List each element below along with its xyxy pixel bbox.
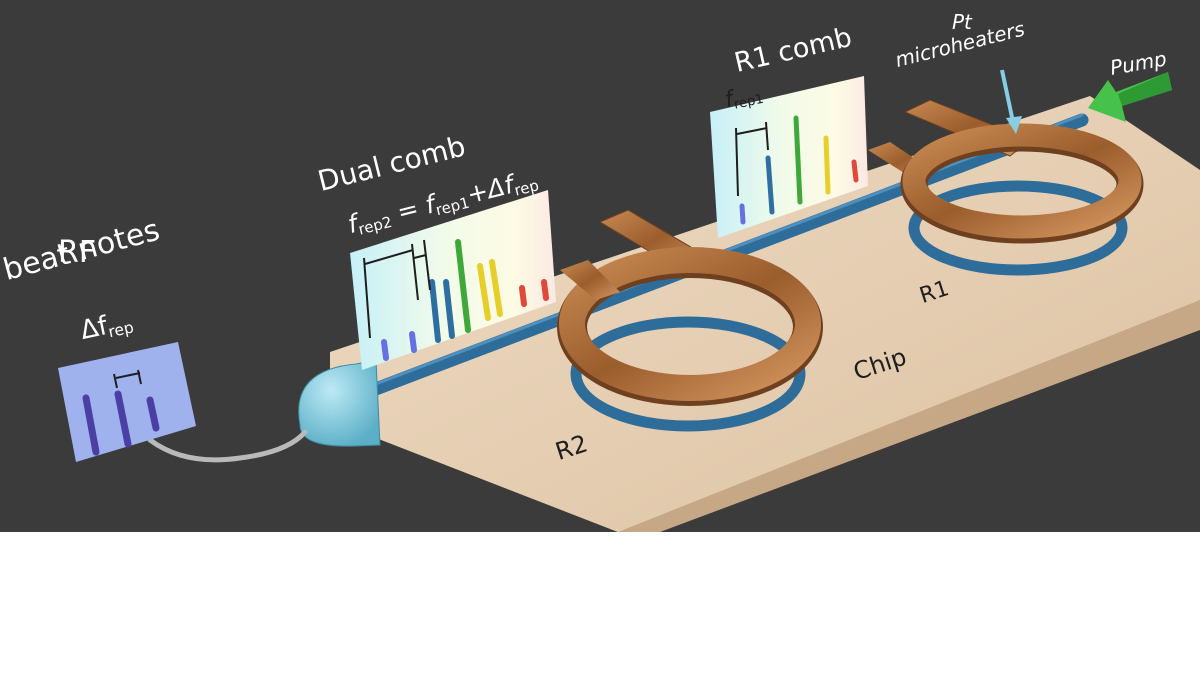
dual-spacing-brackets xyxy=(363,239,431,339)
ring-resonator-r1 xyxy=(908,180,1128,276)
diagram-svg xyxy=(58,69,1200,532)
diagram-stage: RF beat notes Δfrep Dual comb frep2 = fr… xyxy=(0,0,1200,532)
rf-delta-symbol: Δf xyxy=(77,311,111,347)
dual-comb-spectrum-panel xyxy=(350,190,556,370)
pt-label: Pt xyxy=(952,12,972,32)
dual-line-4 xyxy=(443,279,455,339)
r1-spacing-bracket xyxy=(735,121,769,197)
rf-spacing-bracket xyxy=(113,369,142,389)
dual-line-7 xyxy=(489,259,503,317)
output-fiber xyxy=(147,429,308,463)
dual-line-5 xyxy=(455,239,471,333)
r1-line-4 xyxy=(823,135,831,195)
dual-line-8 xyxy=(519,285,527,307)
dual-line-3 xyxy=(429,279,441,343)
r1-line-1 xyxy=(739,203,746,225)
microheater-pointer-arrow xyxy=(1000,69,1022,134)
rf-title: RF xyxy=(58,238,96,268)
r1-line-5 xyxy=(851,159,859,183)
rf-line-3 xyxy=(146,396,160,432)
dual-line-9 xyxy=(541,279,549,301)
dual-line-2 xyxy=(409,331,417,353)
output-lens xyxy=(298,359,381,447)
pt-label-line1: Pt xyxy=(952,10,972,34)
microheater-r2 xyxy=(557,209,823,406)
rf-title-line1: RF xyxy=(58,235,97,270)
rf-line-1 xyxy=(82,394,100,456)
rf-beat-notes-panel xyxy=(58,342,196,462)
dual-line-1 xyxy=(381,339,389,361)
r1-line-2 xyxy=(765,155,775,215)
rf-line-2 xyxy=(114,390,132,448)
r1-line-3 xyxy=(793,115,803,205)
microheater-r1 xyxy=(868,99,1144,244)
blank-area xyxy=(0,532,1200,697)
ring-resonator-r2 xyxy=(570,316,806,432)
dual-line-6 xyxy=(477,263,491,321)
r1-comb-spectrum-panel xyxy=(710,76,868,238)
pump-arrow xyxy=(1088,72,1172,122)
